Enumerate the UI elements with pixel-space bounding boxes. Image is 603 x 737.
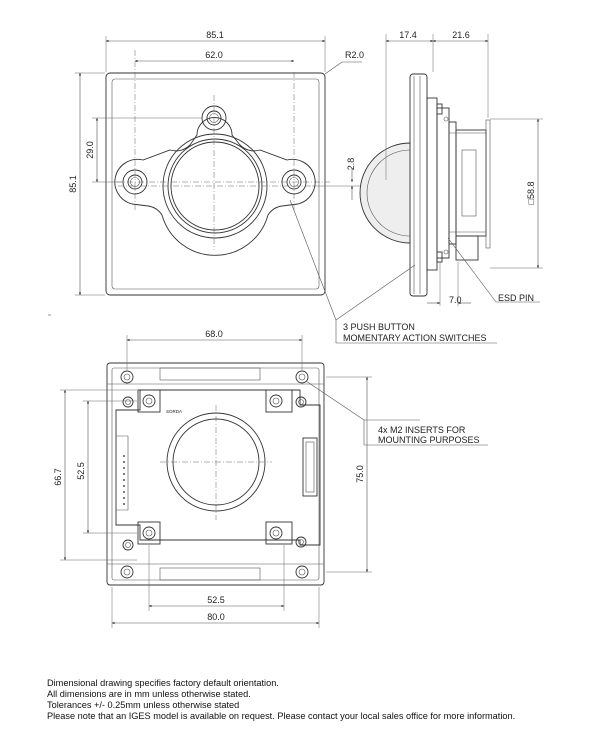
switch-top-right — [265, 389, 293, 413]
dim-insert-span: 68.0 — [205, 329, 223, 339]
callout-esd-pin: ESD PIN — [498, 293, 534, 303]
side-ball — [359, 142, 411, 244]
insert-top-right — [295, 370, 309, 384]
drawing-notes: Dimensional drawing specifies factory de… — [47, 678, 597, 722]
pcb-label: SORDA — [166, 409, 182, 414]
callout-switches-line2: MOMENTARY ACTION SWITCHES — [343, 333, 487, 343]
dim-height-inner: 52.5 — [76, 462, 86, 480]
dim-corner-radius: R2.0 — [345, 50, 364, 60]
note-units: All dimensions are in mm unless otherwis… — [47, 689, 251, 699]
housing-outline — [106, 362, 325, 586]
faceplate-outline — [105, 72, 326, 296]
switch-bottom-left — [137, 521, 161, 545]
side-switch-top — [436, 103, 449, 122]
insert-bottom-right — [295, 565, 309, 579]
side-connector — [455, 235, 479, 261]
dim-pcb-square: □58.8 — [526, 182, 536, 205]
faceplate-inner-edge — [111, 78, 320, 290]
dim-depth-front: 17.4 — [399, 30, 417, 40]
note-iges-model: Please note that an IGES model is availa… — [47, 711, 516, 721]
switch-top-left — [137, 389, 161, 413]
side-bezel — [426, 97, 438, 271]
callout-switches-line1: 3 PUSH BUTTON — [343, 322, 415, 332]
dim-top-height: 85.1 — [68, 175, 78, 193]
dim-hole-offset: 2.8 — [346, 158, 356, 171]
insert-bottom-left — [120, 565, 134, 579]
insert-top-left — [120, 370, 134, 384]
bezel-outline — [114, 117, 316, 256]
dim-depth-rear: 21.6 — [452, 30, 470, 40]
dim-width-outer: 80.0 — [207, 612, 225, 622]
board-connector — [302, 437, 318, 497]
switches-callout: 3 PUSH BUTTON MOMENTARY ACTION SWITCHES — [289, 199, 497, 344]
dim-pin: 7.0 — [449, 295, 462, 305]
side-view: 17.4 21.6 □58.8 7.0 ESD PIN — [359, 30, 543, 306]
dim-height-outer: 66.7 — [53, 468, 63, 486]
mount-hole-bottom-right — [295, 536, 307, 548]
bottom-view: SORDA 68.0 66.7 52.5 75.0 52.5 80.0 — [53, 329, 372, 628]
mount-hole-top-left — [122, 396, 134, 408]
dim-top-width: 85.1 — [206, 30, 224, 40]
dim-hole-span: 62.0 — [205, 50, 223, 60]
pcb-test-points — [123, 455, 125, 505]
callout-inserts-line2: MOUNTING PURPOSES — [378, 435, 480, 445]
side-faceplate — [409, 73, 428, 297]
inserts-callout: 4x M2 INSERTS FOR MOUNTING PURPOSES — [305, 380, 488, 446]
dim-width-inner: 52.5 — [207, 595, 225, 605]
side-pcb — [448, 121, 457, 245]
note-tolerances: Tolerances +/- 0.25mm unless otherwise s… — [47, 700, 240, 710]
callout-inserts-line1: 4x M2 INSERTS FOR — [378, 425, 466, 435]
mount-hole-top-right — [295, 396, 307, 408]
top-view: 85.1 62.0 R2.0 29.0 85.1 2.8 — [68, 30, 364, 296]
mount-hole-bottom-left — [122, 539, 134, 551]
dim-hole-height: 29.0 — [85, 141, 95, 159]
side-switch-bottom — [436, 249, 449, 263]
dim-height-total: 75.0 — [355, 465, 365, 483]
note-orientation: Dimensional drawing specifies factory de… — [47, 678, 279, 688]
switch-bottom-right — [265, 521, 293, 545]
